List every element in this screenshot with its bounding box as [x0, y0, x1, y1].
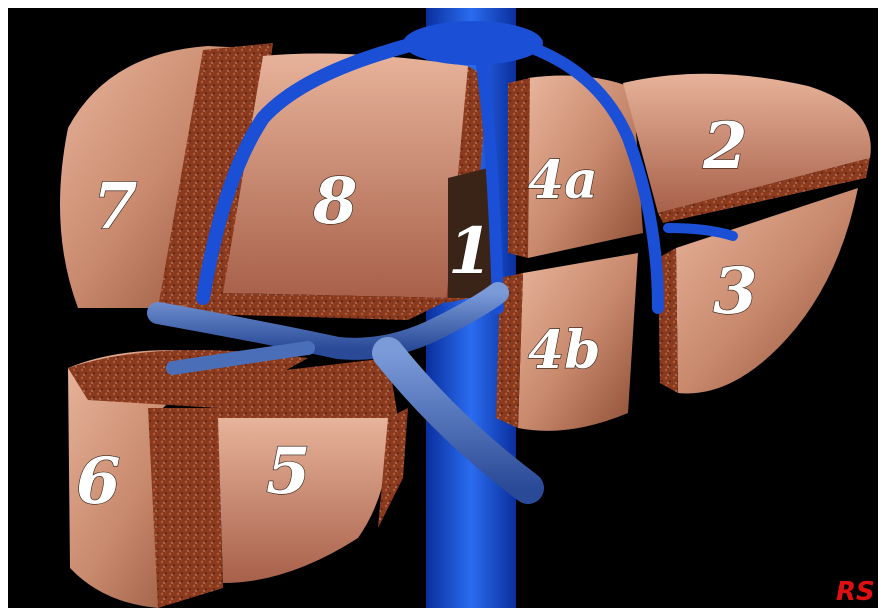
segment-5-label: 5: [266, 434, 311, 509]
hepatic-vein-confluence: [403, 21, 543, 65]
segment-3-label: 3: [713, 254, 758, 329]
segment-6-label: 6: [76, 444, 121, 519]
segment-8-label: 8: [312, 164, 358, 239]
liver-illustration: 7 8 1 4a 4b 2 3 6 5 RS: [8, 8, 878, 608]
segment-4b-label: 4b: [528, 320, 601, 381]
segment-7-label: 7: [93, 169, 138, 244]
segment-4a-label: 4a: [528, 150, 598, 211]
segment-2-label: 2: [702, 109, 748, 184]
segment-1-label: 1: [448, 214, 493, 289]
segment-5: [218, 358, 408, 583]
segment-3: [658, 188, 858, 393]
artist-signature: RS: [836, 577, 875, 607]
liver-segments-figure: 7 8 1 4a 4b 2 3 6 5 RS: [8, 8, 878, 608]
